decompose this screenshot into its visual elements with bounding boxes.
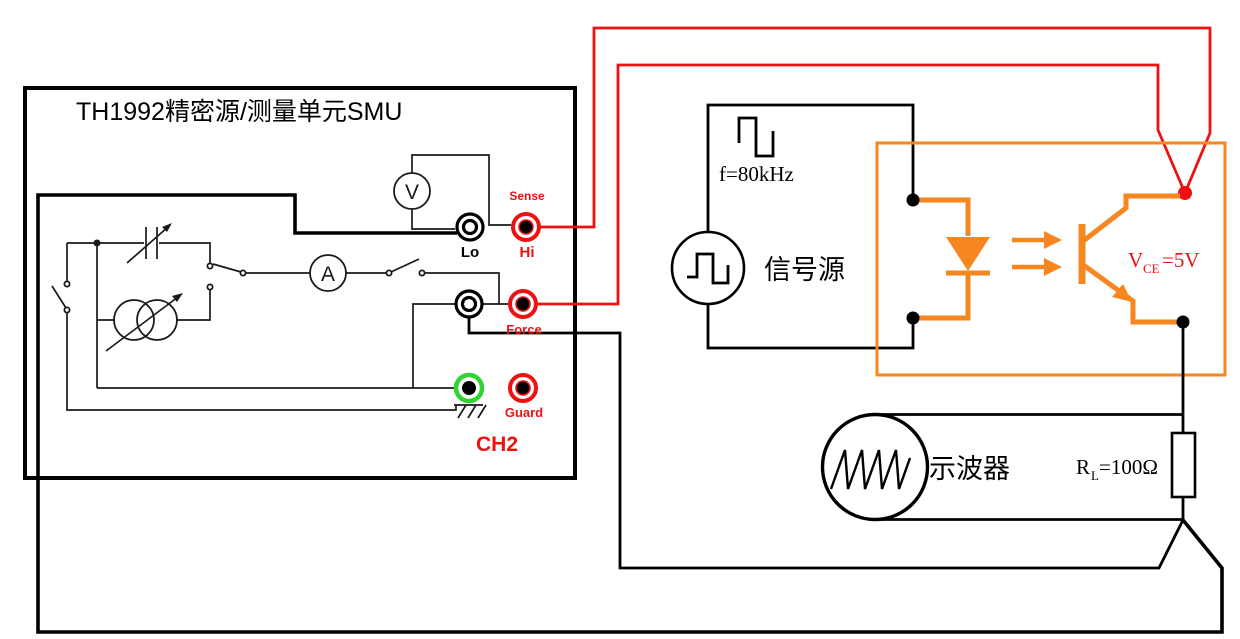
source-circle (670, 230, 746, 306)
phototransistor-icon (1078, 193, 1180, 325)
wire (412, 303, 455, 388)
emitter-node-dot (1176, 315, 1190, 329)
smu-terminals: Sense Hi Lo Force Guard CH2 (453, 189, 545, 456)
oscilloscope: 示波器 (820, 412, 1183, 522)
switch-contact (63, 280, 71, 288)
rl-r: R (1076, 455, 1090, 479)
force-output-loop (467, 318, 1185, 570)
anode-node-dot (906, 193, 920, 207)
emitter-arrow-head (1112, 284, 1132, 302)
optocoupler-box (875, 141, 1227, 377)
left-switch-blade (51, 285, 67, 309)
chassis-ground-icon (454, 404, 487, 419)
collector-probe-dot (1178, 186, 1192, 200)
arrow-head (172, 293, 183, 302)
ammeter-letter: A (321, 263, 335, 286)
sawtooth-wave-icon (829, 449, 912, 490)
force-output-wire (467, 318, 1185, 570)
light-arrows-icon (1012, 231, 1062, 276)
variable-arrow (126, 226, 169, 264)
rl-eq: =100Ω (1099, 455, 1158, 479)
rl-sub: L (1091, 468, 1099, 483)
led-icon (946, 237, 990, 271)
force-terminal[interactable] (508, 289, 538, 319)
smu-internal-circuit: A V (51, 154, 511, 419)
smu-title: TH1992精密源/测量单元SMU (76, 98, 402, 126)
rl-label: R L =100Ω (1076, 455, 1158, 483)
smu-unit: TH1992精密源/测量单元SMU (23, 86, 577, 480)
lo-terminal[interactable] (455, 212, 485, 242)
force-wire (537, 63, 1187, 306)
hi-sense-wire (540, 26, 1212, 229)
voltmeter-hi-wire (411, 154, 511, 226)
red-kelvin-wires (537, 26, 1212, 306)
resistor-body (1170, 431, 1197, 499)
led-cathode-wire (913, 273, 971, 321)
switch-contact (206, 283, 214, 291)
scope-circle (820, 412, 930, 522)
wire (425, 272, 500, 304)
lo-return-wire (36, 193, 1224, 634)
vce-label: V CE =5V (1128, 248, 1200, 276)
led-anode-wire (913, 197, 971, 236)
lo-label: Lo (461, 244, 479, 261)
force-label: Force (506, 322, 541, 337)
sense-label: Sense (509, 189, 545, 203)
vce-sub: CE (1143, 261, 1160, 276)
variable-source-symbol (113, 299, 155, 341)
switch-contact (418, 269, 426, 277)
guard-label: Guard (505, 405, 543, 420)
optocoupler-dut: V CE =5V (875, 141, 1227, 377)
emitter-lead (1080, 261, 1177, 325)
signal-source: f=80kHz 信号源 (670, 103, 915, 350)
frequency-label: f=80kHz (719, 162, 794, 186)
wire (159, 242, 211, 263)
signal-source-label: 信号源 (764, 255, 845, 285)
oscilloscope-label: 示波器 (929, 454, 1010, 484)
switch-contact (239, 269, 247, 277)
voltmeter-letter: V (405, 181, 419, 204)
ground-rail-wire (66, 313, 457, 411)
switch-contact (63, 306, 71, 314)
variable-arrow (105, 296, 179, 352)
channel-label: CH2 (476, 433, 518, 456)
output-switch-blade (390, 258, 420, 273)
variable-capacitor (145, 227, 158, 259)
guard-terminal[interactable] (508, 373, 538, 403)
ground-terminal[interactable] (453, 372, 485, 404)
load-resistor: R L =100Ω (1076, 328, 1197, 521)
square-wave-icon (687, 252, 730, 285)
collector-lead (1080, 193, 1180, 244)
hi-terminal[interactable] (511, 212, 541, 242)
arrow-head (162, 223, 172, 232)
selector-switch-blade (212, 263, 242, 273)
smu-box (23, 86, 577, 480)
cathode-node-dot (906, 311, 920, 325)
source-top-wire (706, 103, 915, 232)
vce-eq: =5V (1162, 248, 1200, 272)
voltmeter-lo-wire (411, 209, 455, 230)
output-lo-terminal[interactable] (454, 289, 484, 319)
lo-sense-return-loop (36, 193, 1224, 634)
source-bottom-wire (706, 304, 915, 350)
hi-label: Hi (520, 244, 535, 261)
square-wave-icon (737, 116, 775, 158)
switch-contact (385, 269, 393, 277)
wire (177, 290, 211, 321)
switch-contact (206, 262, 214, 270)
vce-v: V (1128, 248, 1143, 272)
